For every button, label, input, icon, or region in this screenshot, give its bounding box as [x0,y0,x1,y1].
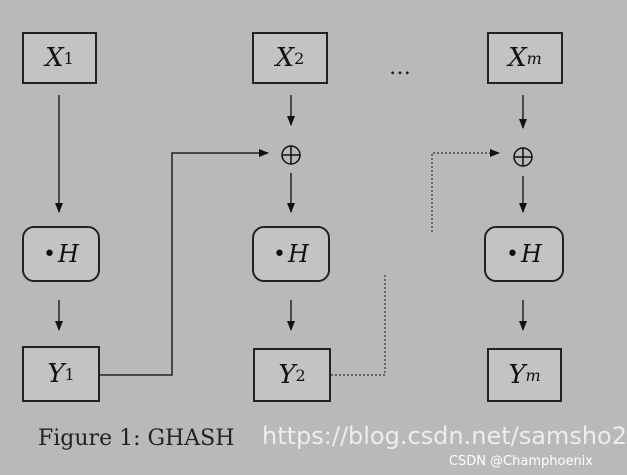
watermark-csdn: CSDN @Champhoenix [448,454,593,469]
node-y2-sub: 2 [295,365,306,385]
node-h2-label: H [288,240,309,268]
node-h2-bullet: • [273,241,287,267]
node-x1-sub: 1 [63,48,74,68]
connector-layer [55,95,533,376]
node-ym-sub: m [525,365,541,385]
feedback-to-xorm-dotted [431,149,500,232]
node-x1-base: X [45,43,64,73]
node-h1-label: H [58,240,79,268]
ellipsis: … [389,55,411,80]
node-hm-bullet: • [506,241,520,267]
node-h1: •H [22,226,100,282]
xor-2-icon [281,145,301,165]
node-y1-base: Y [47,359,65,389]
feedback-y1-to-xor2 [100,149,269,376]
feedback-y2-dotted [331,275,386,376]
node-h1-bullet: • [43,241,57,267]
node-x2-sub: 2 [294,48,305,68]
node-ym-base: Y [508,360,526,390]
figure-caption: Figure 1: GHASH [38,426,235,451]
node-h2: •H [252,226,330,282]
node-x2-base: X [275,43,295,73]
node-xm-sub: m [526,48,542,68]
watermark-url: https://blog.csdn.net/samsho2 [262,422,627,450]
node-hm: •H [484,226,564,282]
node-y2-base: Y [278,360,296,390]
node-xm-base: X [508,43,527,73]
xor-m-icon [513,147,533,167]
node-hm-label: H [521,240,542,268]
node-y1-sub: 1 [64,364,75,384]
